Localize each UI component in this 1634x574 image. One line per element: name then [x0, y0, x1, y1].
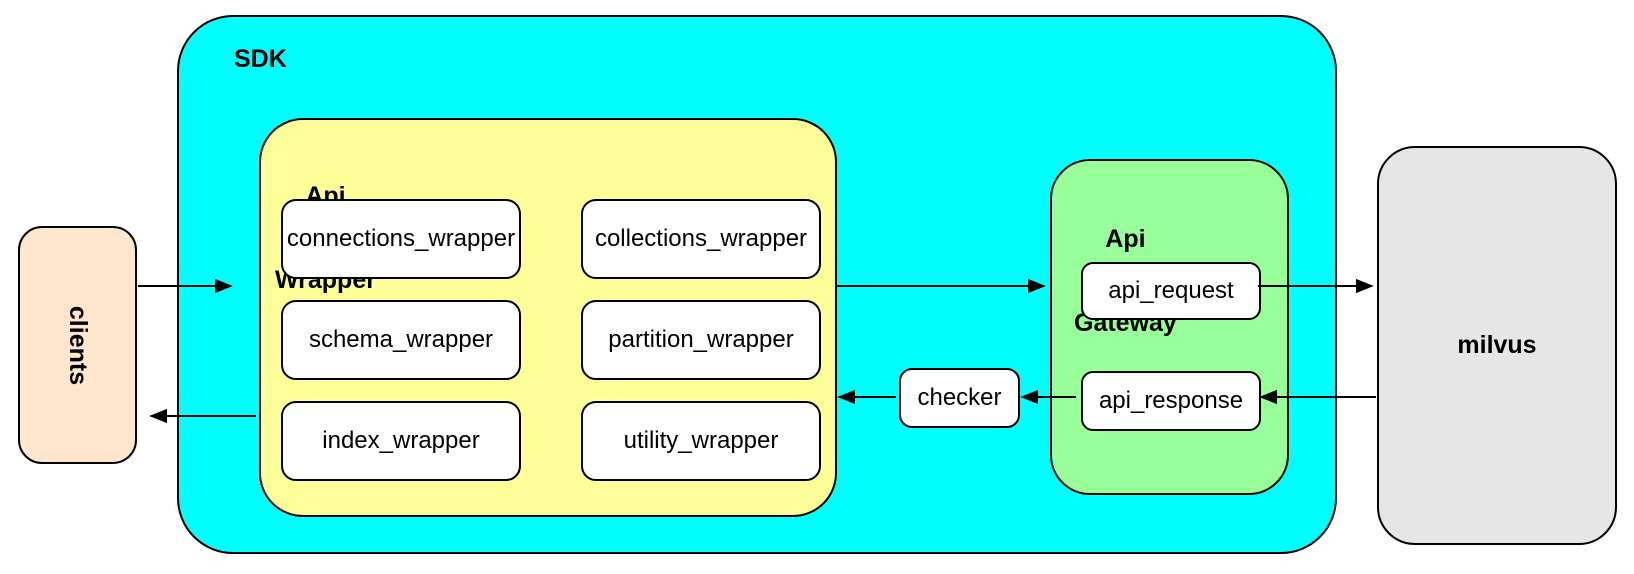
clients-node: clients	[18, 226, 137, 464]
api-response-node: api_response	[1081, 371, 1261, 431]
sdk-container: SDK Api Wrapper connections_wrapper coll…	[177, 15, 1337, 554]
api-gateway-container: Api Gateway api_request api_response	[1050, 159, 1289, 495]
checker-node: checker	[899, 368, 1020, 428]
api-gateway-label-line1: Api	[1105, 225, 1146, 253]
api-request-node: api_request	[1081, 262, 1261, 320]
clients-label: clients	[63, 305, 92, 385]
connections-wrapper-node: connections_wrapper	[281, 199, 521, 279]
utility-wrapper-node: utility_wrapper	[581, 401, 821, 481]
index-wrapper-node: index_wrapper	[281, 401, 521, 481]
api-wrapper-container: Api Wrapper connections_wrapper collecti…	[259, 118, 837, 517]
wrapper-grid: connections_wrapper collections_wrapper …	[281, 199, 821, 481]
collections-wrapper-node: collections_wrapper	[581, 199, 821, 279]
schema-wrapper-node: schema_wrapper	[281, 300, 521, 380]
sdk-label: SDK	[234, 45, 287, 73]
partition-wrapper-node: partition_wrapper	[581, 300, 821, 380]
milvus-node: milvus	[1377, 146, 1617, 545]
